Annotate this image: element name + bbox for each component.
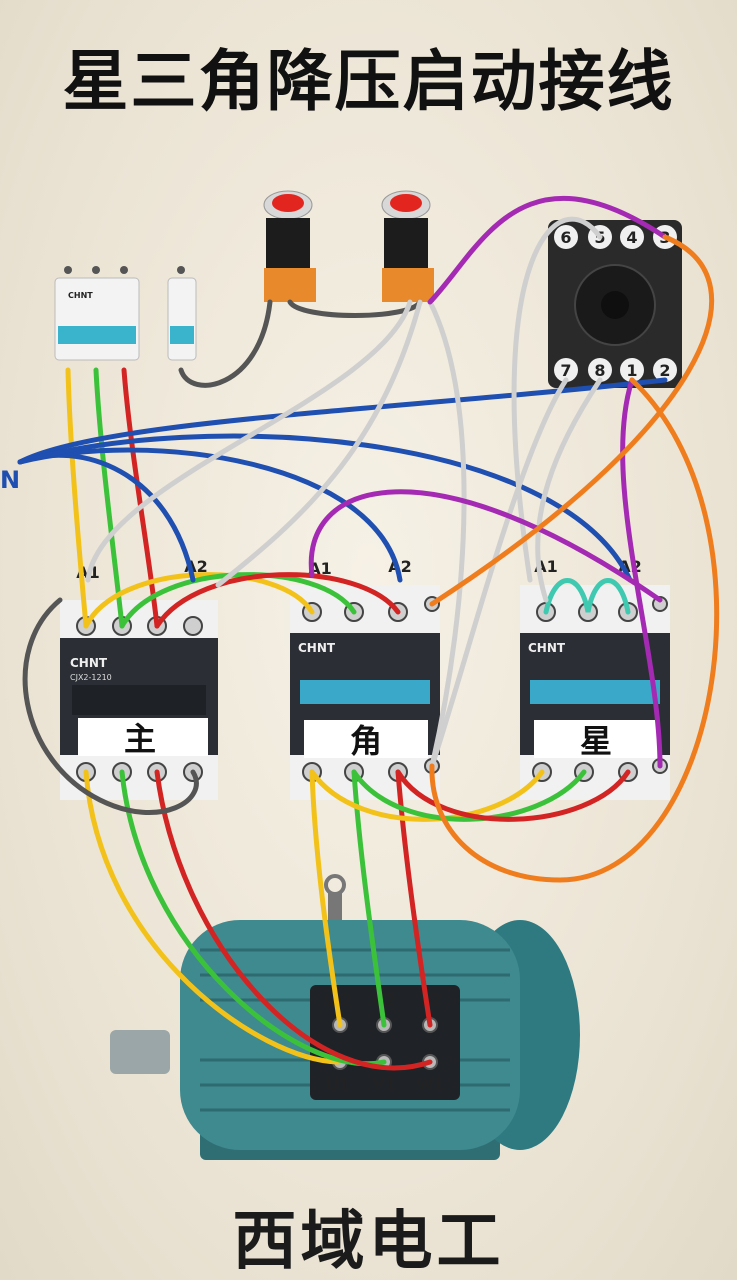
relay-pin-7: 7: [560, 361, 571, 380]
single-pole-breaker: [167, 266, 197, 361]
star-contactor-brand: CHNT: [528, 641, 566, 655]
relay-pin-8: 8: [594, 361, 605, 380]
star-contactor-label: 星: [580, 722, 612, 760]
time-relay: 6 5 4 3 7 8 1 2: [548, 220, 682, 388]
motor: W2 U2 V2 U1 V1 W1: [110, 874, 580, 1160]
wires: [17, 195, 720, 1071]
relay-pin-1: 1: [626, 361, 637, 380]
relay-pin-2: 2: [659, 361, 670, 380]
delta-contactor-label: 角: [350, 722, 382, 760]
relay-pin-4: 4: [626, 228, 637, 247]
motor-terminal-w1: W1: [416, 1075, 444, 1095]
breaker-brand: CHNT: [68, 291, 93, 300]
motor-terminal-v1: V1: [373, 1075, 395, 1095]
motor-terminal-u1: U1: [326, 1075, 349, 1095]
motor-terminal-v2: V2: [419, 991, 441, 1011]
three-pole-breaker: CHNT: [54, 266, 140, 361]
relay-pin-6: 6: [560, 228, 571, 247]
watermark-footer: 西域电工: [232, 1205, 505, 1279]
main-contactor-model: CJX2-1210: [70, 673, 112, 682]
main-contactor-brand: CHNT: [70, 656, 108, 670]
delta-contactor: CHNT 角 A1 A2: [290, 557, 440, 800]
start-button[interactable]: [381, 190, 434, 302]
page-title: 星三角降压启动接线: [62, 43, 675, 120]
stop-button[interactable]: [263, 190, 316, 302]
main-contactor-label: 主: [124, 720, 156, 758]
delta-contactor-brand: CHNT: [298, 641, 336, 655]
neutral-label: N: [0, 466, 20, 494]
